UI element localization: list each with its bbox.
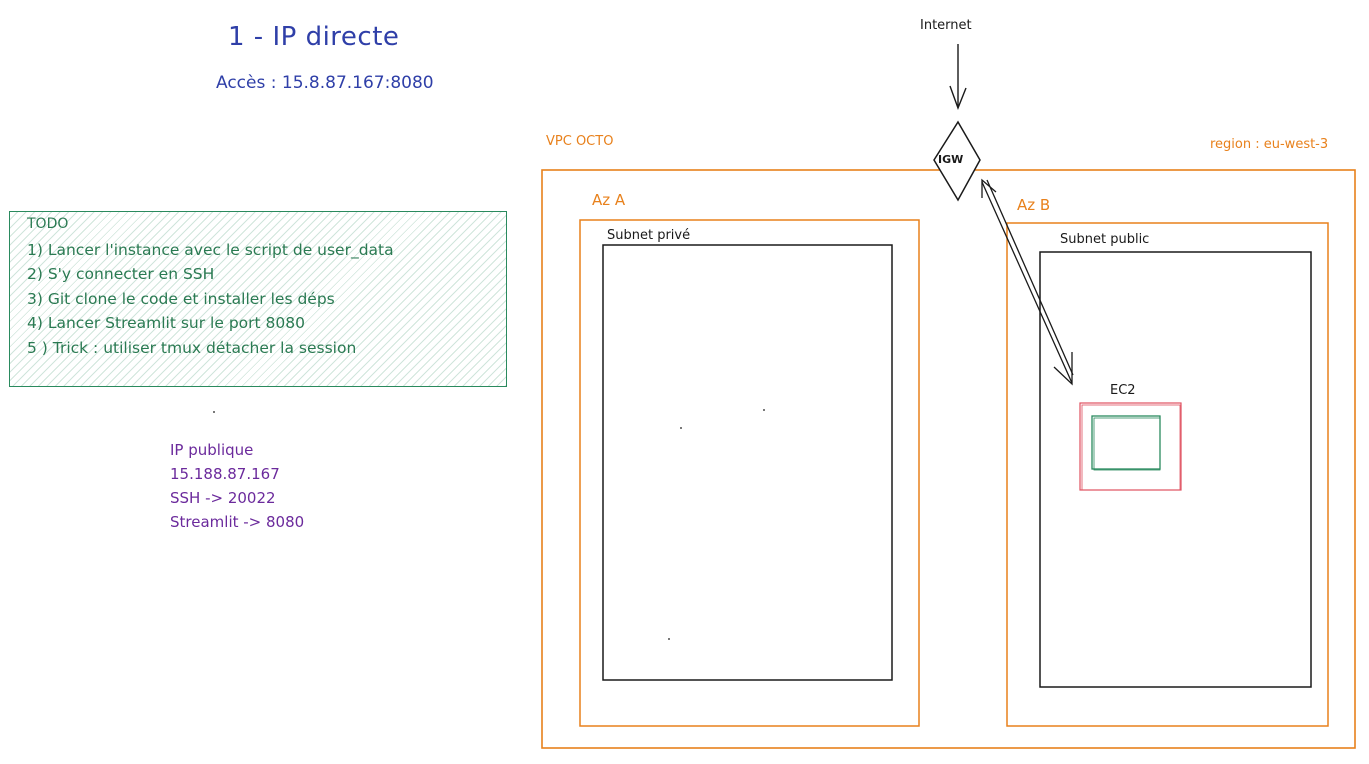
igw-label: IGW <box>938 153 964 166</box>
todo-item: 5 ) Trick : utiliser tmux détacher la se… <box>27 339 357 357</box>
todo-title: TODO <box>27 216 69 232</box>
access-address: Accès : 15.8.87.167:8080 <box>216 73 434 93</box>
stray-dot <box>668 638 670 640</box>
stray-dot <box>763 409 765 411</box>
stray-dot <box>213 411 215 413</box>
az-b-label: Az B <box>1017 196 1051 214</box>
az-b-box <box>1006 222 1329 727</box>
igw-ec2-arrow-head-bottom <box>1053 352 1073 386</box>
todo-item: 2) S'y connecter en SSH <box>27 265 215 283</box>
ec2-outer-box-2 <box>1081 404 1181 491</box>
igw-ec2-arrow-line-2 <box>986 179 1074 376</box>
igw-diamond <box>933 120 981 202</box>
ip-info-address: 15.188.87.167 <box>170 465 280 483</box>
region-label: region : eu-west-3 <box>1210 137 1329 152</box>
page-title: 1 - IP directe <box>228 22 400 52</box>
vpc-box <box>541 169 1356 749</box>
subnet-private-box <box>602 244 893 681</box>
az-a-box <box>579 219 920 727</box>
vpc-label: VPC OCTO <box>546 134 614 149</box>
az-a-label: Az A <box>592 191 626 209</box>
igw-ec2-arrow-head-top <box>981 178 997 198</box>
ec2-inner-box <box>1091 415 1161 470</box>
igw-ec2-arrow-line-1 <box>981 181 1073 384</box>
subnet-public-label: Subnet public <box>1060 232 1150 247</box>
ip-info-title: IP publique <box>170 441 254 459</box>
ip-info-ssh: SSH -> 20022 <box>170 489 276 507</box>
subnet-public-box <box>1039 251 1312 688</box>
todo-item: 4) Lancer Streamlit sur le port 8080 <box>27 314 305 332</box>
todo-item: 3) Git clone le code et installer les dé… <box>27 290 335 308</box>
stray-dot <box>680 427 682 429</box>
internet-arrow-head <box>949 85 967 110</box>
todo-box <box>9 211 507 387</box>
todo-item: 1) Lancer l'instance avec le script de u… <box>27 241 394 259</box>
ip-info-streamlit: Streamlit -> 8080 <box>170 513 305 531</box>
internet-label: Internet <box>920 18 972 33</box>
ec2-inner-box-2 <box>1093 417 1161 471</box>
subnet-private-label: Subnet privé <box>607 228 691 243</box>
ec2-label: EC2 <box>1110 383 1136 398</box>
